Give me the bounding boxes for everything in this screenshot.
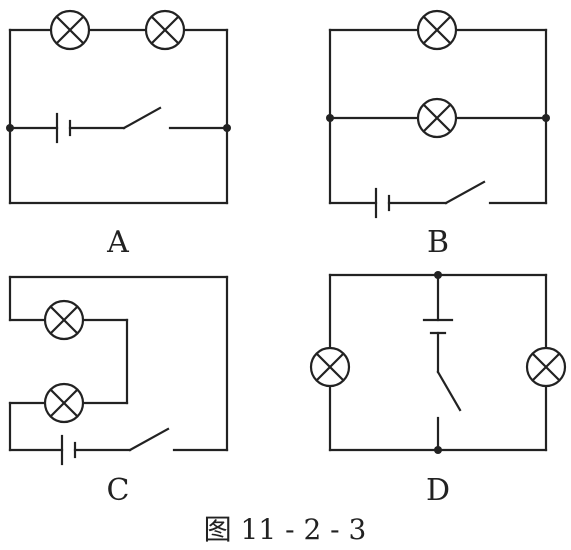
circuit-c-battery (60, 434, 77, 466)
circuit-b-junction-left (326, 114, 334, 122)
circuit-c-switch (128, 427, 170, 452)
circuit-b: B (326, 9, 550, 260)
circuit-b-lamp-2 (416, 97, 458, 139)
circuit-a-wires (8, 28, 229, 205)
circuit-a: A (6, 9, 231, 260)
circuit-d-junction-bottom (434, 446, 442, 454)
circuit-c: C (8, 275, 229, 508)
circuit-d-label: D (426, 473, 450, 508)
circuit-c-lamp-2 (43, 382, 85, 424)
circuit-c-wires (8, 275, 229, 452)
circuit-d-lamp-left (309, 346, 351, 388)
circuit-a-switch (122, 106, 162, 130)
circuit-b-lamp-1 (416, 9, 458, 51)
circuit-d-junction-top (434, 271, 442, 279)
circuit-a-junction-left (6, 124, 14, 132)
circuit-d-wires (328, 273, 548, 452)
circuit-a-junction-right (223, 124, 231, 132)
circuit-d: D (309, 271, 567, 508)
circuit-a-label: A (106, 225, 129, 260)
circuit-d-lamp-right (525, 346, 567, 388)
circuit-c-lamp-1 (43, 299, 85, 341)
circuit-d-switch (436, 370, 462, 412)
circuit-b-junction-right (542, 114, 550, 122)
circuit-b-battery (374, 187, 391, 219)
circuit-d-battery (422, 318, 454, 335)
circuit-a-lamp-2 (144, 9, 186, 51)
circuit-c-label: C (107, 473, 130, 508)
circuit-a-lamp-1 (49, 9, 91, 51)
circuit-b-label: B (427, 225, 449, 260)
circuit-b-switch (444, 180, 486, 205)
circuit-a-battery (55, 112, 72, 144)
figure-caption: 图 11 - 2 - 3 (204, 513, 367, 546)
